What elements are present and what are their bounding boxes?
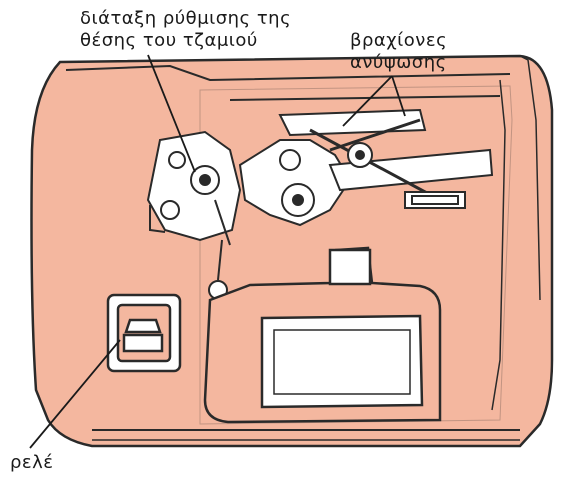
window-label-line-1: διάταξη ρύθμισης της	[80, 8, 291, 30]
relay-housing	[108, 295, 180, 371]
relay-label: ρελέ	[10, 452, 54, 474]
window-position-adjuster-label: διάταξη ρύθμισης της θέσης του τζαμιού	[80, 8, 291, 52]
lift-arms-label: βραχίονες ανύψωσης	[350, 30, 447, 74]
lift-arms-label-line-2: ανύψωσης	[350, 52, 447, 74]
window-label-line-2: θέσης του τζαμιού	[80, 30, 291, 52]
lift-arms-label-line-1: βραχίονες	[350, 30, 447, 52]
